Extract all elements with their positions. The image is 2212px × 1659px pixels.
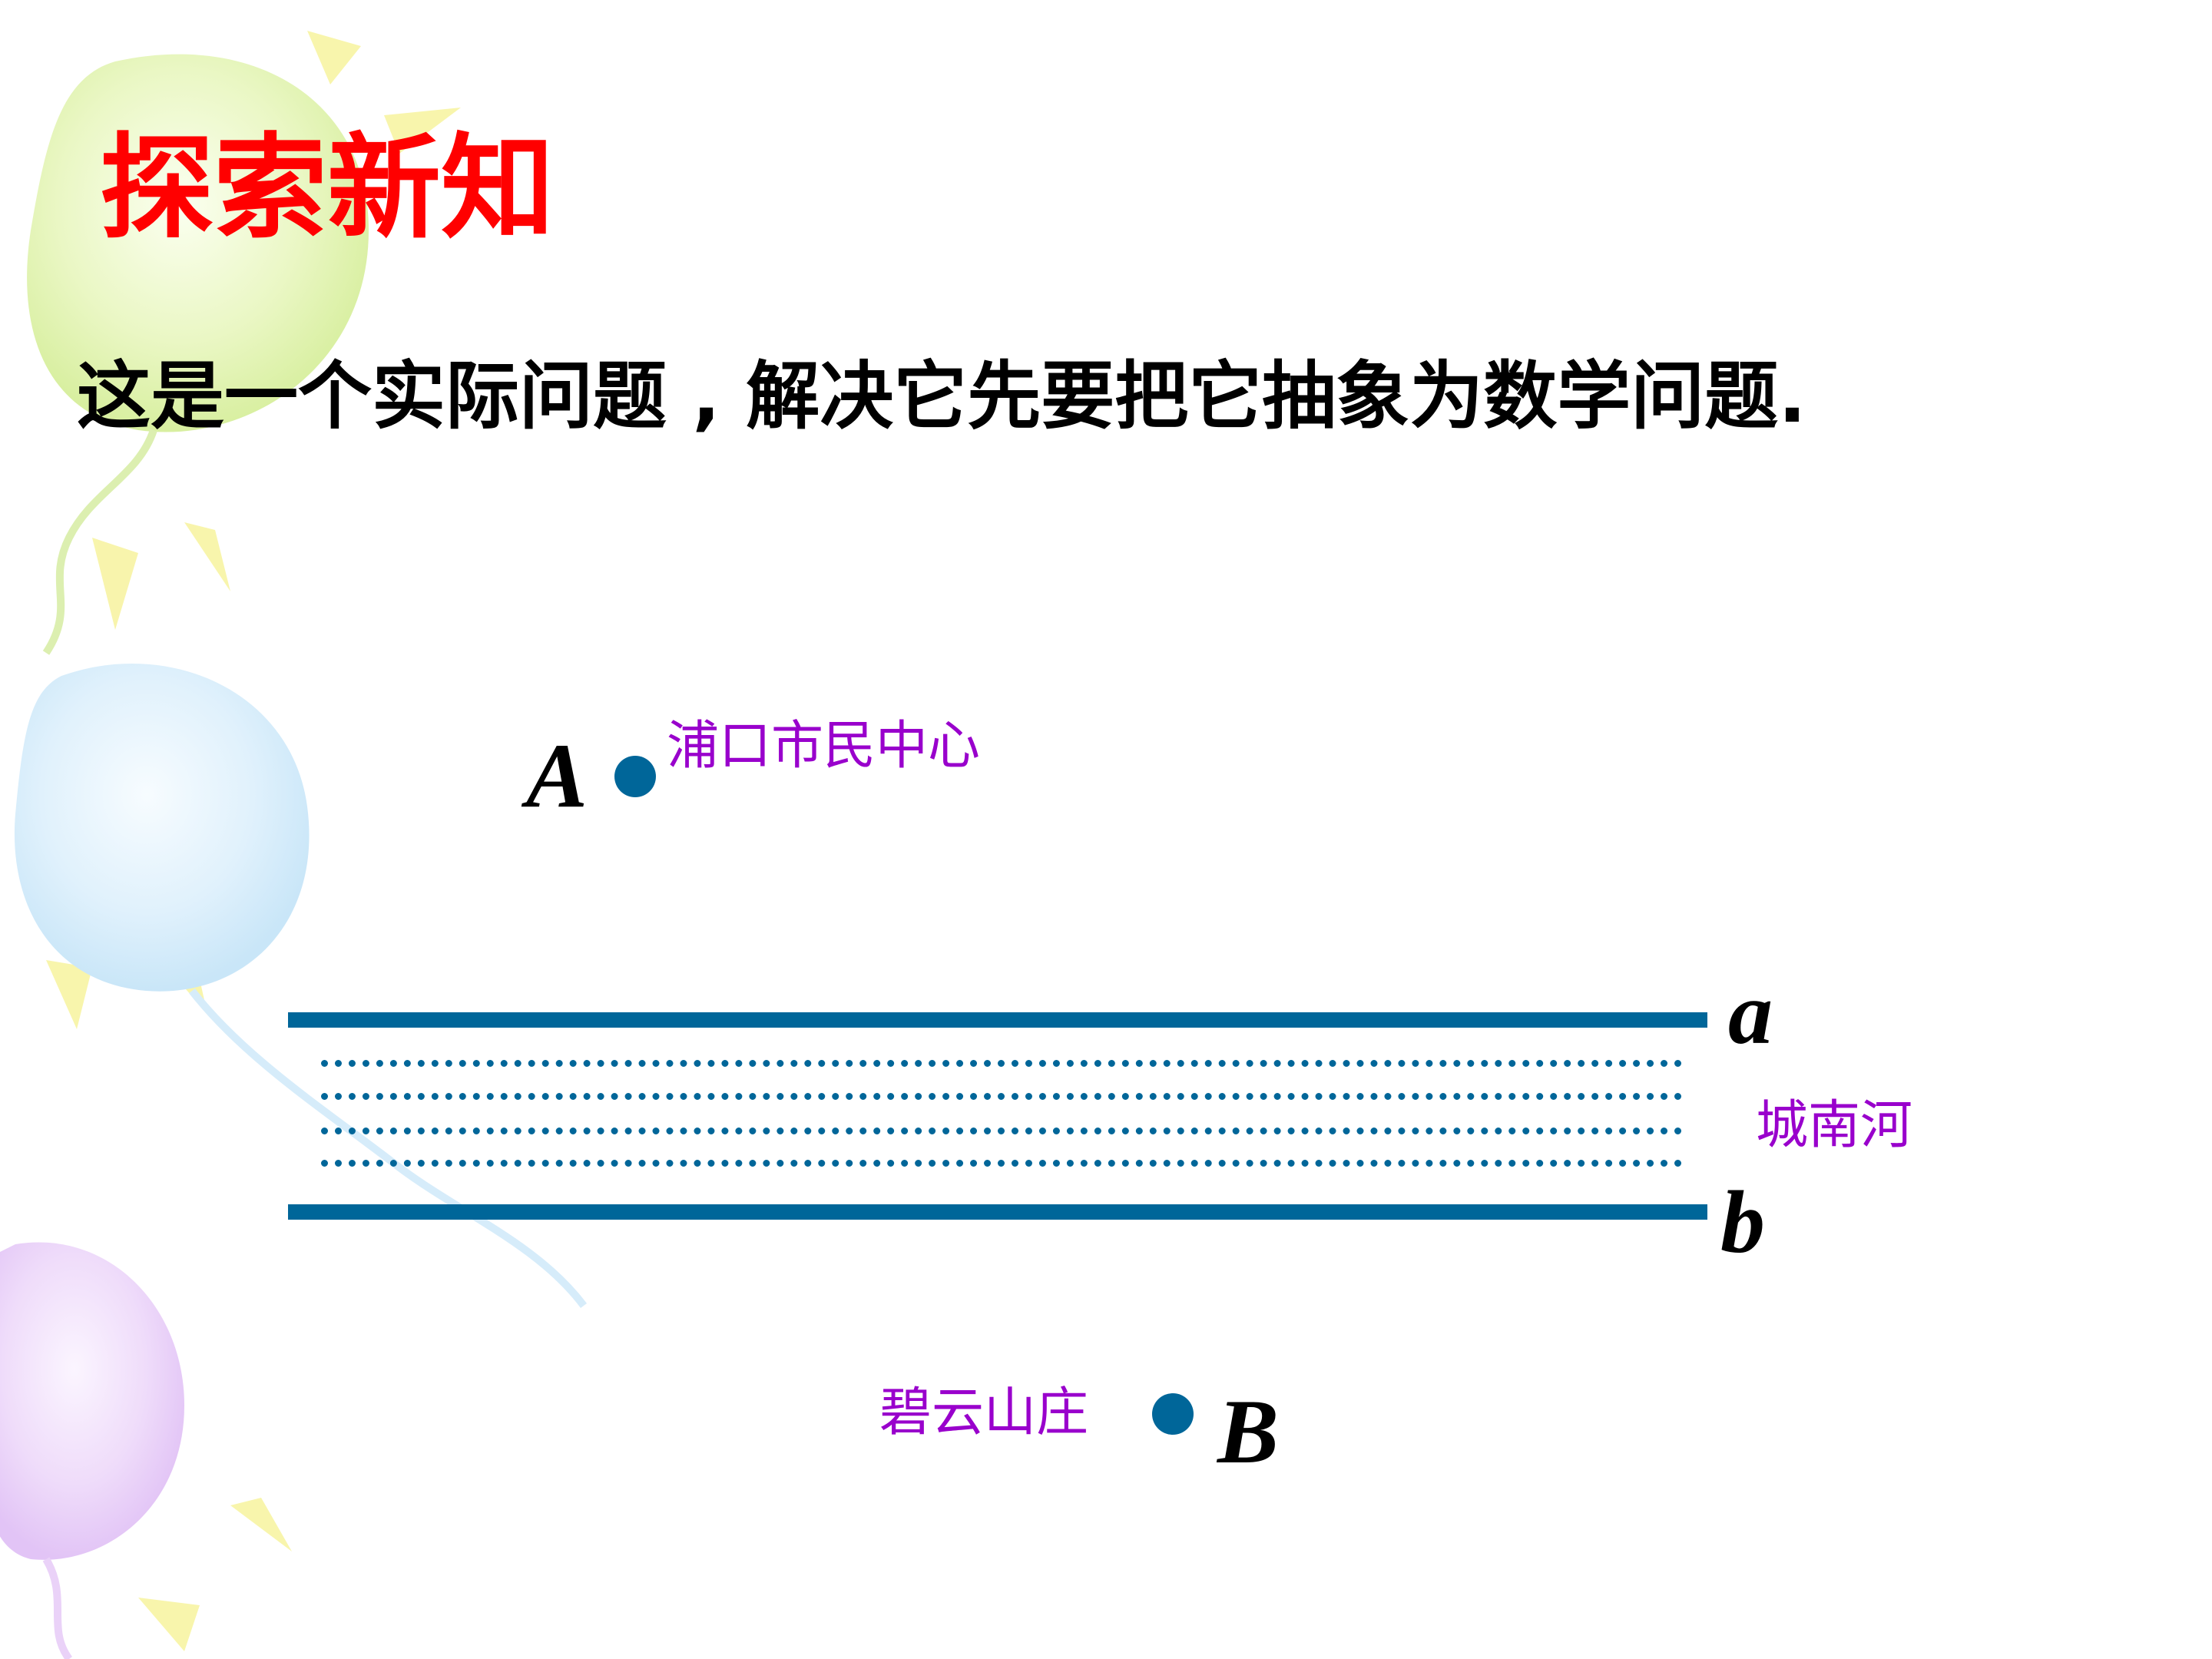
river-label: 城南河: [1756, 1095, 1913, 1156]
point-b-dot: [1152, 1393, 1194, 1435]
point-a-dot: [614, 756, 656, 797]
intro-text: 这是一个实际问题 , 解决它先要把它抽象为数学问题.: [77, 353, 1806, 439]
line-a-label: a: [1728, 965, 1773, 1063]
point-b-label: B: [1217, 1380, 1280, 1482]
river-flow-line: [321, 1060, 1682, 1067]
river-flow-line: [321, 1128, 1682, 1134]
line-b: [288, 1204, 1707, 1220]
river-flow-line: [321, 1093, 1682, 1100]
point-b-place-label: 碧云山庄: [879, 1382, 1089, 1443]
point-a-place-label: 浦口市民中心: [667, 716, 981, 777]
slide-title: 探索新知: [100, 121, 555, 254]
point-a-label: A: [526, 724, 588, 826]
line-b-label: b: [1720, 1174, 1765, 1272]
line-a: [288, 1012, 1707, 1028]
river-flow-line: [321, 1160, 1682, 1167]
